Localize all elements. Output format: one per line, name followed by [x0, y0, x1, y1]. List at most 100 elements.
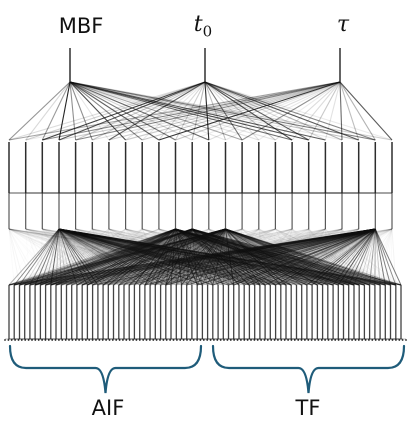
edge-h2-h3 — [149, 228, 326, 286]
edge-in-h1 — [142, 81, 341, 141]
output-node — [41, 339, 43, 341]
edge-h2-h3 — [97, 228, 226, 286]
edge-h2-h3 — [217, 228, 376, 286]
output-node — [378, 339, 380, 341]
output-node — [4, 339, 6, 341]
edge-h2-h3 — [353, 228, 376, 286]
edge-in-h1 — [204, 81, 326, 141]
edge-h2-h3 — [8, 228, 355, 286]
edge-h2-h3 — [66, 228, 226, 286]
edge-h2-h3 — [280, 228, 393, 286]
output-node — [266, 339, 269, 341]
output-node — [256, 339, 259, 341]
output-node — [253, 339, 256, 341]
output-node — [361, 339, 364, 341]
output-node — [219, 339, 222, 341]
edge-in-h1 — [58, 81, 341, 141]
output-node — [152, 339, 155, 341]
edge-in-h1 — [69, 81, 226, 141]
output-node — [95, 339, 97, 341]
edge-h2-h3 — [275, 228, 355, 286]
edge-in-h1 — [125, 81, 341, 141]
output-node — [337, 339, 340, 341]
output-node — [290, 339, 293, 341]
edge-h2-h3 — [129, 228, 376, 286]
edge-h2-h3 — [225, 228, 302, 286]
input-label-t0: t0 — [194, 12, 212, 40]
edge-h2-h3 — [71, 228, 376, 286]
output-node — [165, 339, 168, 341]
edge-h2-h3 — [192, 228, 360, 286]
edge-h2-h3 — [225, 228, 344, 286]
output-node — [138, 339, 141, 341]
edge-h2-h3 — [8, 228, 243, 286]
output-node — [206, 339, 209, 341]
edge-h2-h3 — [301, 228, 393, 286]
edge-h2-h3 — [24, 228, 60, 286]
edge-h2-h3 — [225, 228, 360, 286]
output-node — [283, 339, 286, 341]
edge-h2-h3 — [92, 228, 226, 286]
edge-in-h1 — [324, 81, 341, 141]
edge-in-h1 — [204, 81, 343, 141]
edge-in-h1 — [69, 81, 126, 141]
output-node — [391, 339, 394, 341]
edge-h2-h3 — [134, 228, 260, 286]
edge-h2-h3 — [225, 228, 370, 286]
edge-h2-h3 — [29, 228, 243, 286]
output-node — [368, 339, 370, 341]
output-node — [108, 339, 111, 341]
edge-h2-h3 — [8, 228, 60, 286]
edge-in-h1 — [69, 81, 393, 141]
output-node — [240, 339, 242, 341]
output-node — [229, 339, 232, 341]
edge-h2-h3 — [55, 228, 226, 286]
edge-in-h1 — [204, 81, 309, 141]
output-node — [263, 339, 266, 341]
edge-h2-h3 — [225, 228, 250, 286]
output-node — [111, 339, 114, 341]
output-node — [364, 339, 367, 341]
output-node — [78, 339, 80, 341]
output-node — [314, 339, 316, 341]
edge-h2-h3 — [134, 228, 193, 286]
edge-h2-h3 — [317, 228, 376, 286]
edge-h2-h3 — [139, 228, 193, 286]
edge-in-h1 — [25, 81, 71, 141]
output-node — [310, 339, 313, 341]
edge-h2-h3 — [118, 228, 226, 286]
edge-h2-h3 — [58, 228, 140, 286]
output-node — [233, 339, 236, 341]
output-node — [159, 339, 161, 341]
output-node — [401, 339, 404, 341]
output-node — [145, 339, 148, 341]
output-node — [142, 339, 145, 341]
output-node — [213, 339, 215, 341]
edge-in-h1 — [208, 81, 341, 141]
output-node — [101, 339, 104, 341]
edge-h2-h3 — [233, 228, 243, 286]
edge-h2-h3 — [208, 228, 276, 286]
output-node — [44, 339, 47, 341]
edge-h2-h3 — [58, 228, 78, 286]
output-node — [118, 339, 121, 341]
edge-h2-h3 — [374, 228, 397, 286]
output-node — [351, 339, 353, 341]
edge-h2-h3 — [191, 228, 297, 286]
output-node — [132, 339, 135, 341]
edge-h2-h3 — [108, 228, 193, 286]
edge-h2-h3 — [14, 228, 176, 286]
edge-h2-h3 — [233, 228, 376, 286]
output-label-aif: AIF — [91, 396, 125, 420]
edge-in-h1 — [42, 81, 341, 141]
input-label-mbf: MBF — [58, 14, 104, 38]
edge-h2-h3 — [225, 228, 329, 286]
edge-in-h1 — [58, 81, 71, 141]
edge-in-h1 — [69, 81, 293, 141]
edge-h2-h3 — [181, 228, 393, 286]
edge-h2-h3 — [186, 228, 376, 286]
edge-h2-h3 — [275, 228, 391, 286]
edge-h2-h3 — [374, 228, 393, 286]
output-node — [344, 339, 347, 341]
